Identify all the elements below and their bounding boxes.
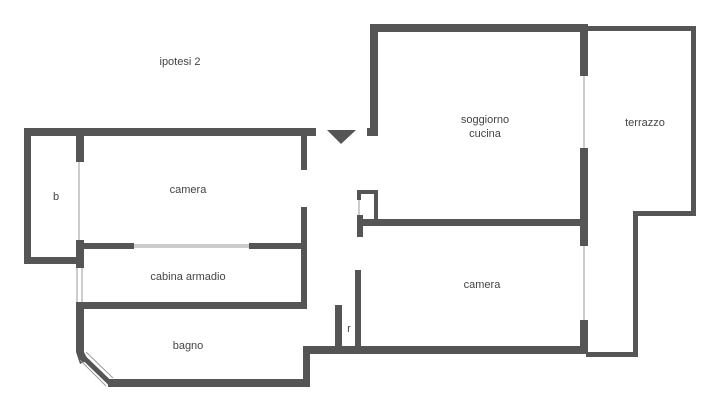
room-label-soggiorno-line1: soggiorno <box>460 114 510 126</box>
room-label-soggiorno: soggiorno cucina <box>440 113 530 141</box>
room-label-ripostiglio: r <box>347 323 351 335</box>
room-label-terrazzo: terrazzo <box>625 117 665 129</box>
terrazzo-outline <box>586 26 696 357</box>
walls <box>24 24 588 387</box>
entrance-arrow-icon <box>327 130 356 144</box>
room-label-camera-1: camera <box>169 184 207 196</box>
bagno-bay-window <box>76 351 114 387</box>
plan-title: ipotesi 2 <box>159 56 201 68</box>
room-label-bagno: bagno <box>172 340 204 352</box>
room-label-balcone: b <box>52 191 60 203</box>
room-label-camera-2: camera <box>463 279 501 291</box>
room-label-cabina: cabina armadio <box>150 271 226 283</box>
room-label-soggiorno-line2: cucina <box>469 128 501 140</box>
thin-lines <box>76 76 585 320</box>
